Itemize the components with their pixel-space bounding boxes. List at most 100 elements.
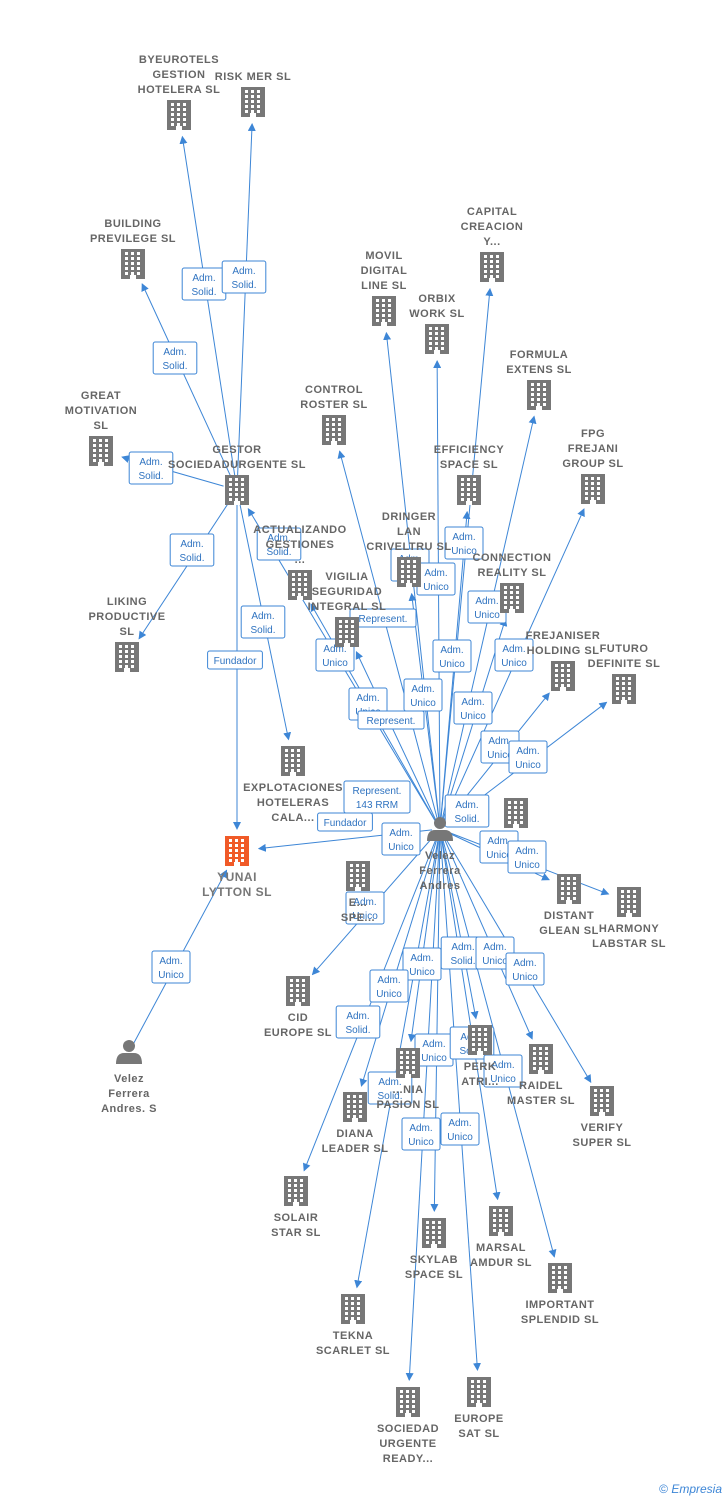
node-hidden1[interactable] <box>504 798 528 828</box>
edge-label[interactable]: Adm.Unico <box>402 947 442 981</box>
node-label: GESTION <box>152 69 205 81</box>
node-actualizando[interactable]: ACTUALIZANDOGESTIONES... <box>253 524 346 600</box>
node-sociedad[interactable]: SOCIEDADURGENTEREADY... <box>377 1387 439 1465</box>
building-window <box>300 1194 303 1197</box>
node-spec[interactable]: E...SPE... <box>341 861 375 924</box>
building-door <box>477 1051 483 1055</box>
edge-label[interactable]: Adm.Unico <box>432 639 472 673</box>
edge-label[interactable]: Adm.Solid. <box>181 267 227 301</box>
node-capital[interactable]: CAPITALCREACIONY... <box>461 206 524 282</box>
building-window <box>229 498 232 501</box>
edge-label[interactable]: Represent. <box>357 710 425 730</box>
edge-label[interactable]: Adm.Unico <box>467 590 507 624</box>
edge-label[interactable]: Fundador <box>207 650 263 670</box>
edge-label-text: Solid. <box>162 361 187 372</box>
building-window <box>93 454 96 457</box>
edge-label[interactable]: Adm.Unico <box>444 526 484 560</box>
edge-velezperson-sociedad <box>405 836 441 1382</box>
edge-label[interactable]: Adm.Solid. <box>367 1071 413 1105</box>
building-window <box>555 674 558 677</box>
edge-label[interactable]: Adm.Solid. <box>169 533 215 567</box>
edge-label-text: Unico <box>421 1053 447 1064</box>
edge-label[interactable]: Adm.Unico <box>403 678 443 712</box>
node-explotaciones[interactable]: EXPLOTACIONESHOTELERASCALA... <box>243 746 343 824</box>
edge-label[interactable]: Represent.143 RRM <box>343 780 411 814</box>
edge-label[interactable]: Adm.Unico <box>505 952 545 986</box>
edge-label[interactable]: Adm.Unico <box>381 822 421 856</box>
building-window <box>302 999 305 1002</box>
edge-label[interactable]: Adm.Unico <box>507 840 547 874</box>
edge-label-text: Adm. <box>487 836 510 847</box>
edge-label[interactable]: Adm.Unico <box>369 969 409 1003</box>
edge-label[interactable]: Adm.Solid. <box>152 341 198 375</box>
edge-label[interactable]: Adm.Solid. <box>440 936 486 970</box>
building-icon <box>89 436 113 466</box>
building-window <box>406 1066 409 1069</box>
building-window <box>131 660 134 663</box>
node-perk[interactable]: PERKATRI... <box>461 1025 499 1088</box>
node-riskmer[interactable]: RISK MER SL <box>215 71 291 117</box>
building-window <box>484 1038 487 1041</box>
edge-label[interactable]: Adm.Unico <box>483 1054 523 1088</box>
edge-label[interactable]: Adm.Solid. <box>256 527 302 561</box>
edge-label[interactable]: Adm.Solid. <box>444 794 490 828</box>
edge-label[interactable]: Adm.Unico <box>345 891 385 925</box>
edge-label[interactable]: Adm.Solid. <box>221 260 267 294</box>
edge-label[interactable]: Fundador <box>317 812 373 832</box>
edge-label[interactable]: Adm.Unico <box>401 1117 441 1151</box>
building-window <box>412 1405 415 1408</box>
edge-label[interactable]: Adm.Unico <box>414 1033 454 1067</box>
edge-label[interactable]: Adm.Unico <box>416 562 456 596</box>
node-label: EXTENS SL <box>506 364 572 376</box>
edge-label[interactable]: Adm.Unico <box>440 1112 480 1146</box>
edge-label[interactable]: Adm.Solid. <box>128 451 174 485</box>
edge-label[interactable]: Adm.Solid. <box>335 1005 381 1039</box>
edge-label[interactable]: Adm.Unico <box>151 950 191 984</box>
edge-label[interactable]: Adm.Solid. <box>240 605 286 639</box>
edge-label[interactable]: Adm.Unico <box>494 638 534 672</box>
edge-label-text: Solid. <box>266 547 291 558</box>
building-window <box>137 272 140 275</box>
building-window <box>606 1099 609 1102</box>
building-window <box>441 332 444 335</box>
edge-label[interactable]: Adm.Unico <box>508 740 548 774</box>
building-window <box>484 255 487 258</box>
building-window <box>504 601 507 604</box>
building-window <box>241 478 244 481</box>
node-label: SPLENDID SL <box>521 1314 599 1326</box>
edge-label[interactable]: Adm.Unico <box>453 691 493 725</box>
footer-brand[interactable]: © Empresia <box>659 1482 722 1496</box>
